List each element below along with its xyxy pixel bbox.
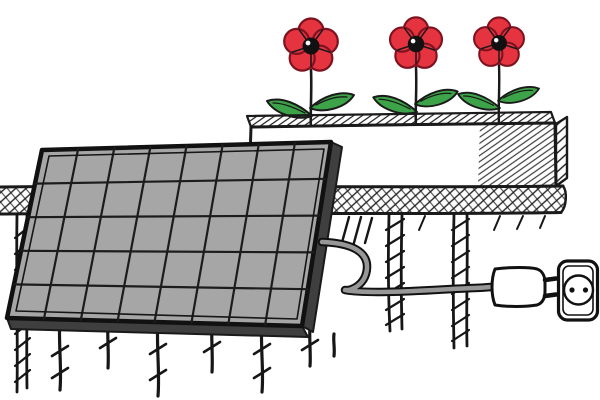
panel-face [4,139,334,329]
panel-support-legs [50,314,336,398]
panel-grid [12,141,327,327]
solar-panel [4,139,343,338]
outlet-plate [556,259,600,322]
outlet-socket [562,274,595,306]
outlet-hole-left [569,287,575,293]
outlet [556,259,600,322]
planter-end-cap [554,115,569,188]
ledge-right-end [559,184,567,214]
plug-body [490,266,547,308]
plug [490,266,559,308]
planter-rim [245,110,557,129]
ledge-shadow-ticks [418,215,546,231]
power-cable [317,237,496,297]
planter-shading [478,123,556,187]
plug-prongs [542,276,559,299]
outlet-hole-right [582,287,589,293]
panel-inner-frame [15,148,325,320]
cable-core [319,239,494,295]
